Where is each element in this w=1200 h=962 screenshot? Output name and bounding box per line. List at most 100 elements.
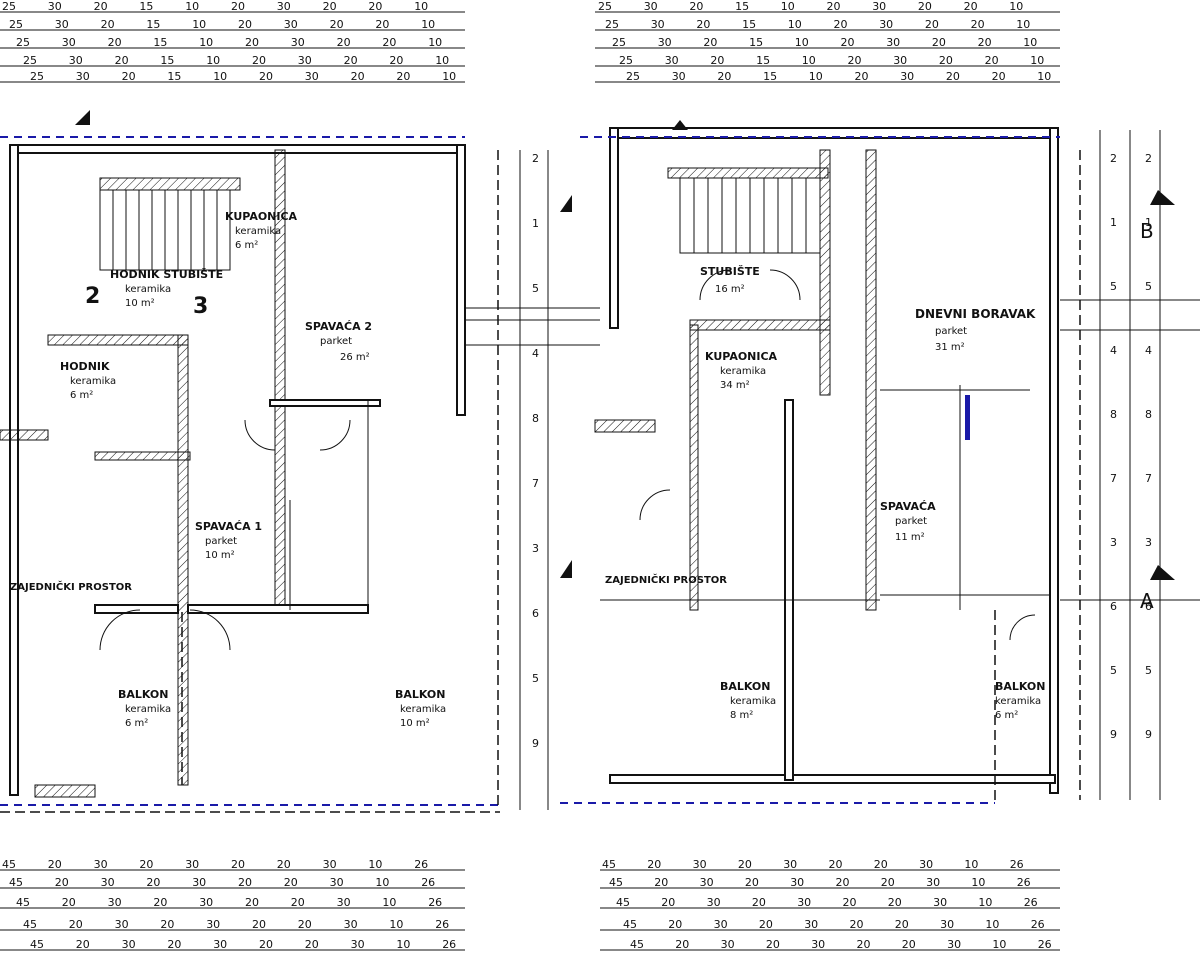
dimension-value: 10 — [199, 36, 213, 49]
dimension-value: 20 — [382, 36, 396, 49]
dimension-value: 20 — [985, 54, 999, 67]
dimension-value: 25 — [23, 54, 37, 67]
dimension-value: 30 — [947, 938, 961, 951]
dimension-value: 10 — [389, 918, 403, 931]
dimension-value: 5 — [1110, 280, 1117, 293]
dimension-value: 25 — [598, 0, 612, 13]
dimension-value: 5 — [1145, 280, 1152, 293]
dimension-value: 20 — [843, 896, 857, 909]
room-floor: parket — [895, 516, 927, 527]
dimension-value: 9 — [532, 737, 539, 750]
dimension-value: 20 — [337, 36, 351, 49]
dimension-value: 26 — [414, 858, 428, 871]
dimension-value: 20 — [946, 70, 960, 83]
section-mark: B — [1140, 219, 1154, 243]
dimension-value: 30 — [693, 858, 707, 871]
dimension-value: 20 — [717, 70, 731, 83]
dimension-value: 15 — [749, 36, 763, 49]
dimension-value: 25 — [9, 18, 23, 31]
dimension-value: 30 — [330, 876, 344, 889]
dimension-value: 20 — [305, 938, 319, 951]
dimension-value: 10 — [992, 938, 1006, 951]
dimension-value: 20 — [284, 876, 298, 889]
dimension-value: 10 — [1016, 18, 1030, 31]
dimension-value: 20 — [389, 54, 403, 67]
dimension-value: 30 — [700, 876, 714, 889]
dimension-value: 20 — [675, 938, 689, 951]
room-label: SPAVAĆA 1 — [195, 520, 262, 533]
dimension-value: 25 — [16, 36, 30, 49]
dimension-value: 4 — [1110, 344, 1117, 357]
dimension-value: 30 — [811, 938, 825, 951]
dimension-value: 30 — [199, 896, 213, 909]
dimension-value: 7 — [532, 477, 539, 490]
room-label: SPAVAĆA 2 — [305, 320, 372, 333]
dimension-value: 25 — [30, 70, 44, 83]
dimension-value: 20 — [160, 918, 174, 931]
axis-marker: 2 — [85, 284, 100, 309]
dimension-value: 30 — [101, 876, 115, 889]
dimension-value: 26 — [1024, 896, 1038, 909]
dimension-value: 10 — [964, 858, 978, 871]
dimension-value: 20 — [167, 938, 181, 951]
dimension-value: 30 — [872, 0, 886, 13]
dimension-value: 20 — [238, 876, 252, 889]
dimension-value: 30 — [115, 918, 129, 931]
dimension-value: 30 — [305, 70, 319, 83]
room-floor: parket — [320, 336, 352, 347]
dimension-value: 7 — [1145, 472, 1152, 485]
dimension-value: 15 — [146, 18, 160, 31]
dimension-value: 10 — [213, 70, 227, 83]
dimension-value: 10 — [414, 0, 428, 13]
dimension-value: 30 — [185, 858, 199, 871]
dimension-value: 26 — [442, 938, 456, 951]
dimension-value: 15 — [735, 0, 749, 13]
dimension-value: 20 — [298, 918, 312, 931]
dimension-value: 25 — [619, 54, 633, 67]
dimension-value: 20 — [738, 858, 752, 871]
dimension-value: 45 — [30, 938, 44, 951]
right-stairs — [679, 177, 821, 254]
dimension-value: 20 — [139, 858, 153, 871]
dimension-value: 26 — [1017, 876, 1031, 889]
dimension-value: 30 — [804, 918, 818, 931]
dimension-value: 20 — [902, 938, 916, 951]
dimension-value: 10 — [809, 70, 823, 83]
dimension-value: 45 — [16, 896, 30, 909]
dimension-value: 20 — [252, 918, 266, 931]
dimension-value: 20 — [375, 18, 389, 31]
dimension-value: 10 — [1023, 36, 1037, 49]
plan-note: ZAJEDNIČKI PROSTOR — [605, 573, 727, 586]
dimension-value: 10 — [971, 876, 985, 889]
room-area: 6 m² — [125, 718, 148, 729]
dimension-value: 10 — [368, 858, 382, 871]
dimension-value: 1 — [1145, 216, 1152, 229]
dimension-value: 30 — [122, 938, 136, 951]
dimension-value: 20 — [703, 36, 717, 49]
dimension-value: 20 — [992, 70, 1006, 83]
room-floor: parket — [935, 326, 967, 337]
room-area: 10 m² — [125, 298, 155, 309]
dimension-value: 30 — [76, 70, 90, 83]
dimension-value: 8 — [1110, 408, 1117, 421]
dimension-value: 20 — [153, 896, 167, 909]
dimension-value: 20 — [69, 918, 83, 931]
dimension-value: 30 — [900, 70, 914, 83]
top-dimension-lines — [0, 11, 1060, 83]
dimension-value: 9 — [1110, 728, 1117, 741]
dimension-value: 45 — [623, 918, 637, 931]
dimension-value: 20 — [661, 896, 675, 909]
dimension-value: 20 — [759, 918, 773, 931]
room-label: DNEVNI BORAVAK — [915, 307, 1036, 321]
room-floor: keramika — [125, 284, 171, 295]
room-floor: keramika — [400, 704, 446, 715]
dimension-value: 2 — [532, 152, 539, 165]
dimension-value: 10 — [1030, 54, 1044, 67]
dimension-value: 20 — [330, 18, 344, 31]
dimension-value: 30 — [284, 18, 298, 31]
left-room-labels: HODNIK STUBIŠTE keramika 10 m² SPAVAĆA 1… — [10, 210, 446, 729]
dimension-value: 30 — [893, 54, 907, 67]
dimension-value: 3 — [1110, 536, 1117, 549]
dimension-value: 20 — [850, 918, 864, 931]
